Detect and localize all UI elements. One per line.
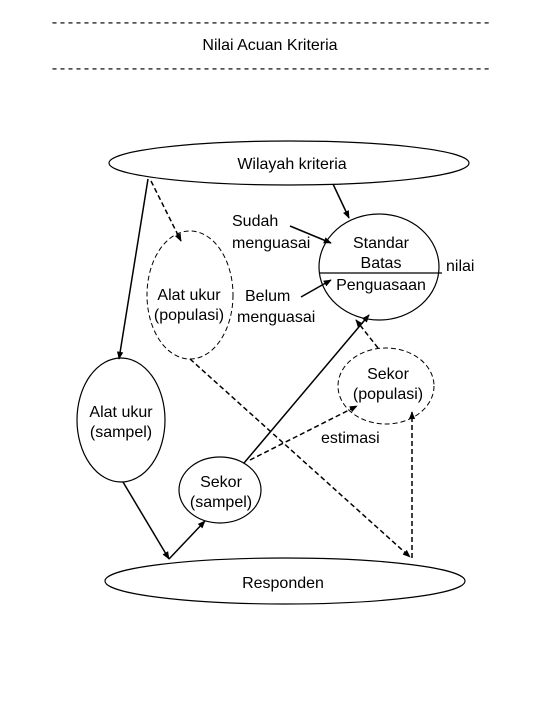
- label-responden: Responden: [242, 575, 324, 592]
- label-alat-populasi-line1: Alat ukur: [157, 287, 221, 304]
- arrow-sekor-populasi-to-standar: [355, 319, 379, 349]
- label-belum-line1: Belum: [245, 288, 290, 305]
- label-alat-sampel-line1: Alat ukur: [89, 404, 153, 421]
- label-belum-line2: menguasai: [237, 309, 315, 326]
- node-responden: [104, 557, 466, 605]
- node-sekor-populasi: [337, 347, 435, 425]
- label-wilayah-kriteria: Wilayah kriteria: [237, 156, 346, 173]
- header-rule-bottom: ----------------------------------------…: [50, 61, 490, 78]
- arrow-alat-sampel-to-responden: [122, 481, 170, 560]
- label-nilai: nilai: [446, 258, 474, 275]
- node-wilayah-kriteria: [108, 140, 470, 186]
- label-alat-sampel-line2: (sampel): [90, 424, 152, 441]
- label-estimasi: estimasi: [321, 430, 380, 447]
- header-rule-top: ----------------------------------------…: [50, 15, 490, 32]
- arrow-sudah-to-standar: [289, 225, 332, 244]
- arrow-alat-populasi-to-responden: [189, 358, 411, 558]
- label-alat-populasi-line2: (populasi): [154, 307, 224, 324]
- arrow-sekor-sampel-to-sekor-populasi: [249, 405, 358, 461]
- label-sekor-sampel-line1: Sekor: [200, 474, 242, 491]
- arrow-belum-to-standar: [300, 279, 332, 298]
- label-sekor-populasi-line1: Sekor: [367, 366, 409, 383]
- label-standar-line1: Standar: [353, 235, 410, 252]
- arrow-sekor-sampel-to-standar: [243, 314, 370, 464]
- label-sekor-sampel-line2: (sampel): [190, 494, 252, 511]
- node-sekor-sampel: [178, 456, 262, 524]
- arrow-wilayah-to-alat-sampel: [116, 178, 149, 360]
- arrow-wilayah-to-alat-populasi: [150, 180, 182, 242]
- label-standar-line3: Penguasaan: [336, 277, 426, 294]
- arrow-responden-to-sekor-sampel: [168, 520, 206, 560]
- label-standar-line2: Batas: [361, 255, 402, 272]
- page-title: Nilai Acuan Kriteria: [202, 37, 338, 54]
- label-sekor-populasi-line2: (populasi): [353, 386, 423, 403]
- arrow-wilayah-to-standar: [332, 183, 350, 219]
- label-sudah-line2: menguasai: [232, 235, 310, 252]
- label-sudah-line1: Sudah: [232, 213, 278, 230]
- node-standar-batas-penguasaan: [318, 213, 440, 321]
